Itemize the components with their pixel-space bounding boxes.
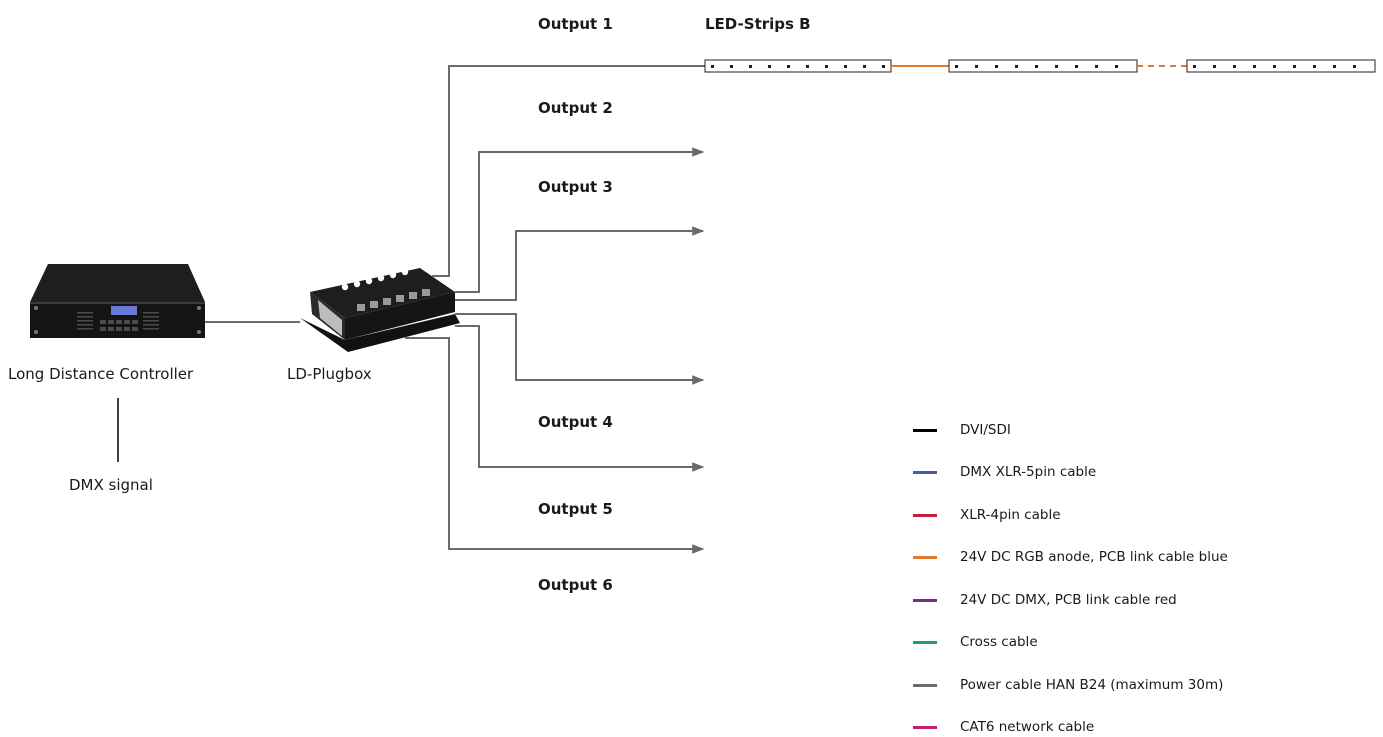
led-strip-2 bbox=[948, 59, 1138, 73]
legend-label: DMX XLR-5pin cable bbox=[960, 464, 1097, 480]
output-6-label: Output 6 bbox=[538, 576, 613, 594]
output-3-cable bbox=[455, 226, 705, 301]
legend-label: DVI/SDI bbox=[960, 422, 1011, 438]
output-6-cable bbox=[405, 337, 705, 554]
output-3-label: Output 3 bbox=[538, 178, 613, 196]
legend-item-dc-dmx: 24V DC DMX, PCB link cable red bbox=[913, 590, 1177, 610]
legend-item-power-cable: Power cable HAN B24 (maximum 30m) bbox=[913, 675, 1223, 695]
legend-swatch bbox=[913, 470, 937, 474]
legend-item-cross-cable: Cross cable bbox=[913, 632, 1038, 652]
legend-swatch bbox=[913, 640, 937, 644]
legend-item-cat6: CAT6 network cable bbox=[913, 717, 1094, 737]
legend-swatch bbox=[913, 513, 937, 517]
legend-label: CAT6 network cable bbox=[960, 719, 1095, 735]
legend-item-rgb-anode: 24V DC RGB anode, PCB link cable blue bbox=[913, 547, 1228, 567]
legend-item-dmx-xlr5: DMX XLR-5pin cable bbox=[913, 462, 1096, 482]
legend-item-xlr4: XLR-4pin cable bbox=[913, 505, 1061, 525]
dmx-signal-label: DMX signal bbox=[69, 476, 153, 494]
output-5-label: Output 5 bbox=[538, 500, 613, 518]
output-1-cable bbox=[432, 65, 705, 277]
legend-swatch bbox=[913, 428, 937, 432]
output-2-label: Output 2 bbox=[538, 99, 613, 117]
legend-label: Power cable HAN B24 (maximum 30m) bbox=[960, 677, 1224, 693]
legend-item-dvi-sdi: DVI/SDI bbox=[913, 420, 1011, 440]
legend-swatch bbox=[913, 555, 937, 559]
plugbox-device bbox=[300, 268, 460, 352]
legend-label: Cross cable bbox=[960, 634, 1038, 650]
led-strip-1 bbox=[704, 59, 892, 73]
output-1-label: Output 1 bbox=[538, 15, 613, 33]
controller-device bbox=[30, 264, 205, 338]
led-strips-label: LED-Strips B bbox=[705, 15, 811, 33]
controller-label: Long Distance Controller bbox=[8, 365, 194, 383]
legend-label: 24V DC DMX, PCB link cable red bbox=[960, 592, 1177, 608]
legend-swatch bbox=[913, 683, 937, 687]
output-4-cable bbox=[455, 313, 705, 385]
legend-swatch bbox=[913, 725, 937, 729]
output-5-cable bbox=[455, 325, 705, 472]
legend-swatch bbox=[913, 598, 937, 602]
output-2-cable bbox=[455, 147, 705, 293]
output-4-label: Output 4 bbox=[538, 413, 613, 431]
led-strip-3 bbox=[1186, 59, 1376, 73]
plugbox-label: LD-Plugbox bbox=[287, 365, 372, 383]
legend-label: 24V DC RGB anode, PCB link cable blue bbox=[960, 549, 1228, 565]
legend-label: XLR-4pin cable bbox=[960, 507, 1061, 523]
